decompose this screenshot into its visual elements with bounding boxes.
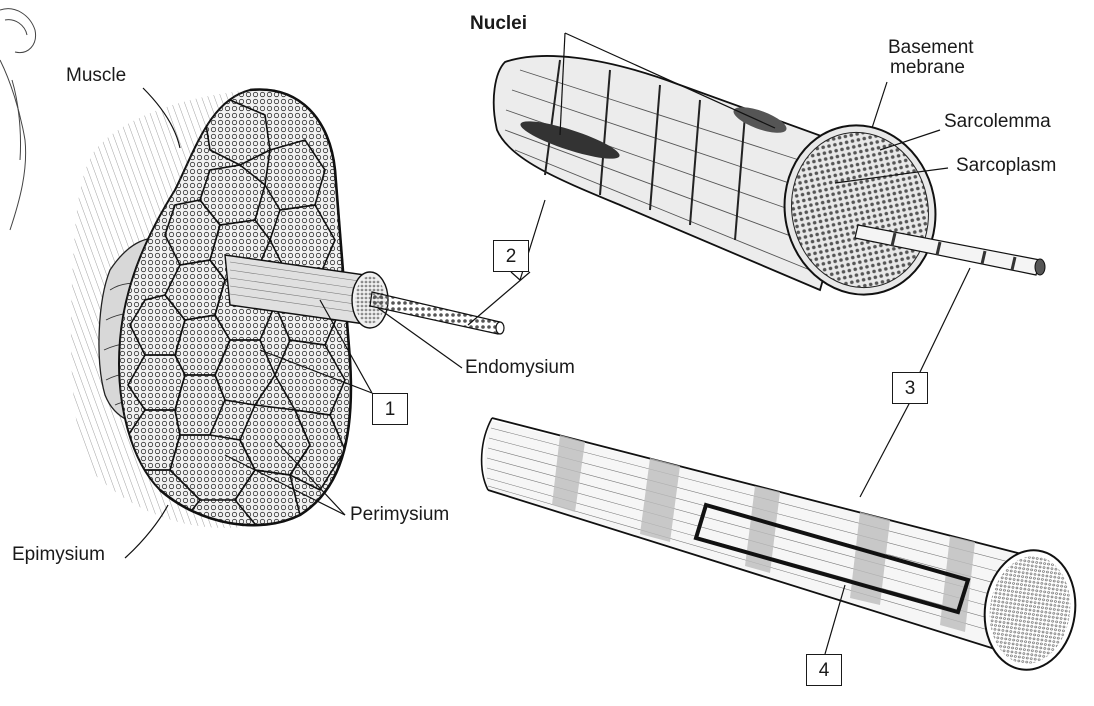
label-sarcoplasm: Sarcoplasm xyxy=(956,156,1056,176)
callout-2: 2 xyxy=(493,240,529,272)
label-basement-membrane-line2: mebrane xyxy=(890,58,965,78)
label-endomysium: Endomysium xyxy=(465,358,575,378)
callout-4: 4 xyxy=(806,654,842,686)
label-perimysium: Perimysium xyxy=(350,505,449,525)
label-sarcolemma: Sarcolemma xyxy=(944,112,1051,132)
label-basement-membrane-line1: Basement xyxy=(888,38,974,58)
callout-3: 3 xyxy=(892,372,928,404)
label-epimysium: Epimysium xyxy=(12,545,105,565)
label-nuclei: Nuclei xyxy=(470,14,527,34)
corner-fragment xyxy=(0,9,36,230)
muscle-fiber xyxy=(494,56,1045,309)
callout-1: 1 xyxy=(372,393,408,425)
myofibril xyxy=(482,418,1083,676)
label-muscle: Muscle xyxy=(66,66,126,86)
muscle-bundle xyxy=(71,80,504,540)
